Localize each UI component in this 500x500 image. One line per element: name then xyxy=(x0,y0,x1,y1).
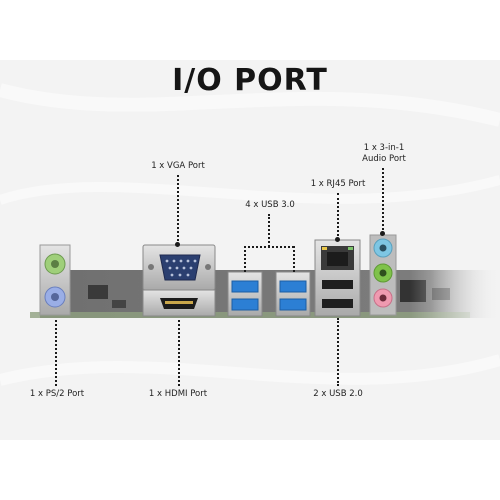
hdmi-connector xyxy=(142,289,216,317)
usb30-leader xyxy=(268,214,270,247)
rj45-leader xyxy=(337,193,339,240)
hdmi-label: 1 x HDMI Port xyxy=(148,389,208,399)
vga-leader-dot xyxy=(175,242,180,247)
hdmi-leader xyxy=(178,320,180,386)
ps2-label: 1 x PS/2 Port xyxy=(29,389,85,399)
ps2-port xyxy=(39,244,71,316)
bottom-white-band xyxy=(0,440,500,500)
page-title: I/O PORT xyxy=(172,63,328,98)
usb30-bracket-right xyxy=(293,246,295,272)
vga-leader xyxy=(177,175,179,245)
usb30-bracket-left xyxy=(244,246,246,272)
rj45-usb20-stack xyxy=(314,239,361,317)
vga-connector xyxy=(142,244,216,291)
ps2-leader xyxy=(55,320,57,386)
usb30-ports xyxy=(227,271,311,317)
vga-label: 1 x VGA Port xyxy=(151,161,205,171)
rj45-leader-dot xyxy=(335,237,340,242)
audio-leader-dot xyxy=(380,231,385,236)
board-fade xyxy=(410,260,500,320)
usb20-leader xyxy=(337,318,339,386)
audio-leader xyxy=(382,168,384,234)
audio-label: 1 x 3-in-1 Audio Port xyxy=(362,143,406,164)
top-white-band xyxy=(0,0,500,60)
usb20-label: 2 x USB 2.0 xyxy=(313,389,363,399)
usb30-bracket xyxy=(244,246,294,248)
rj45-label: 1 x RJ45 Port xyxy=(310,179,366,189)
audio-jacks xyxy=(369,234,397,316)
usb30-label: 4 x USB 3.0 xyxy=(245,200,295,210)
background-streaks xyxy=(0,83,500,386)
